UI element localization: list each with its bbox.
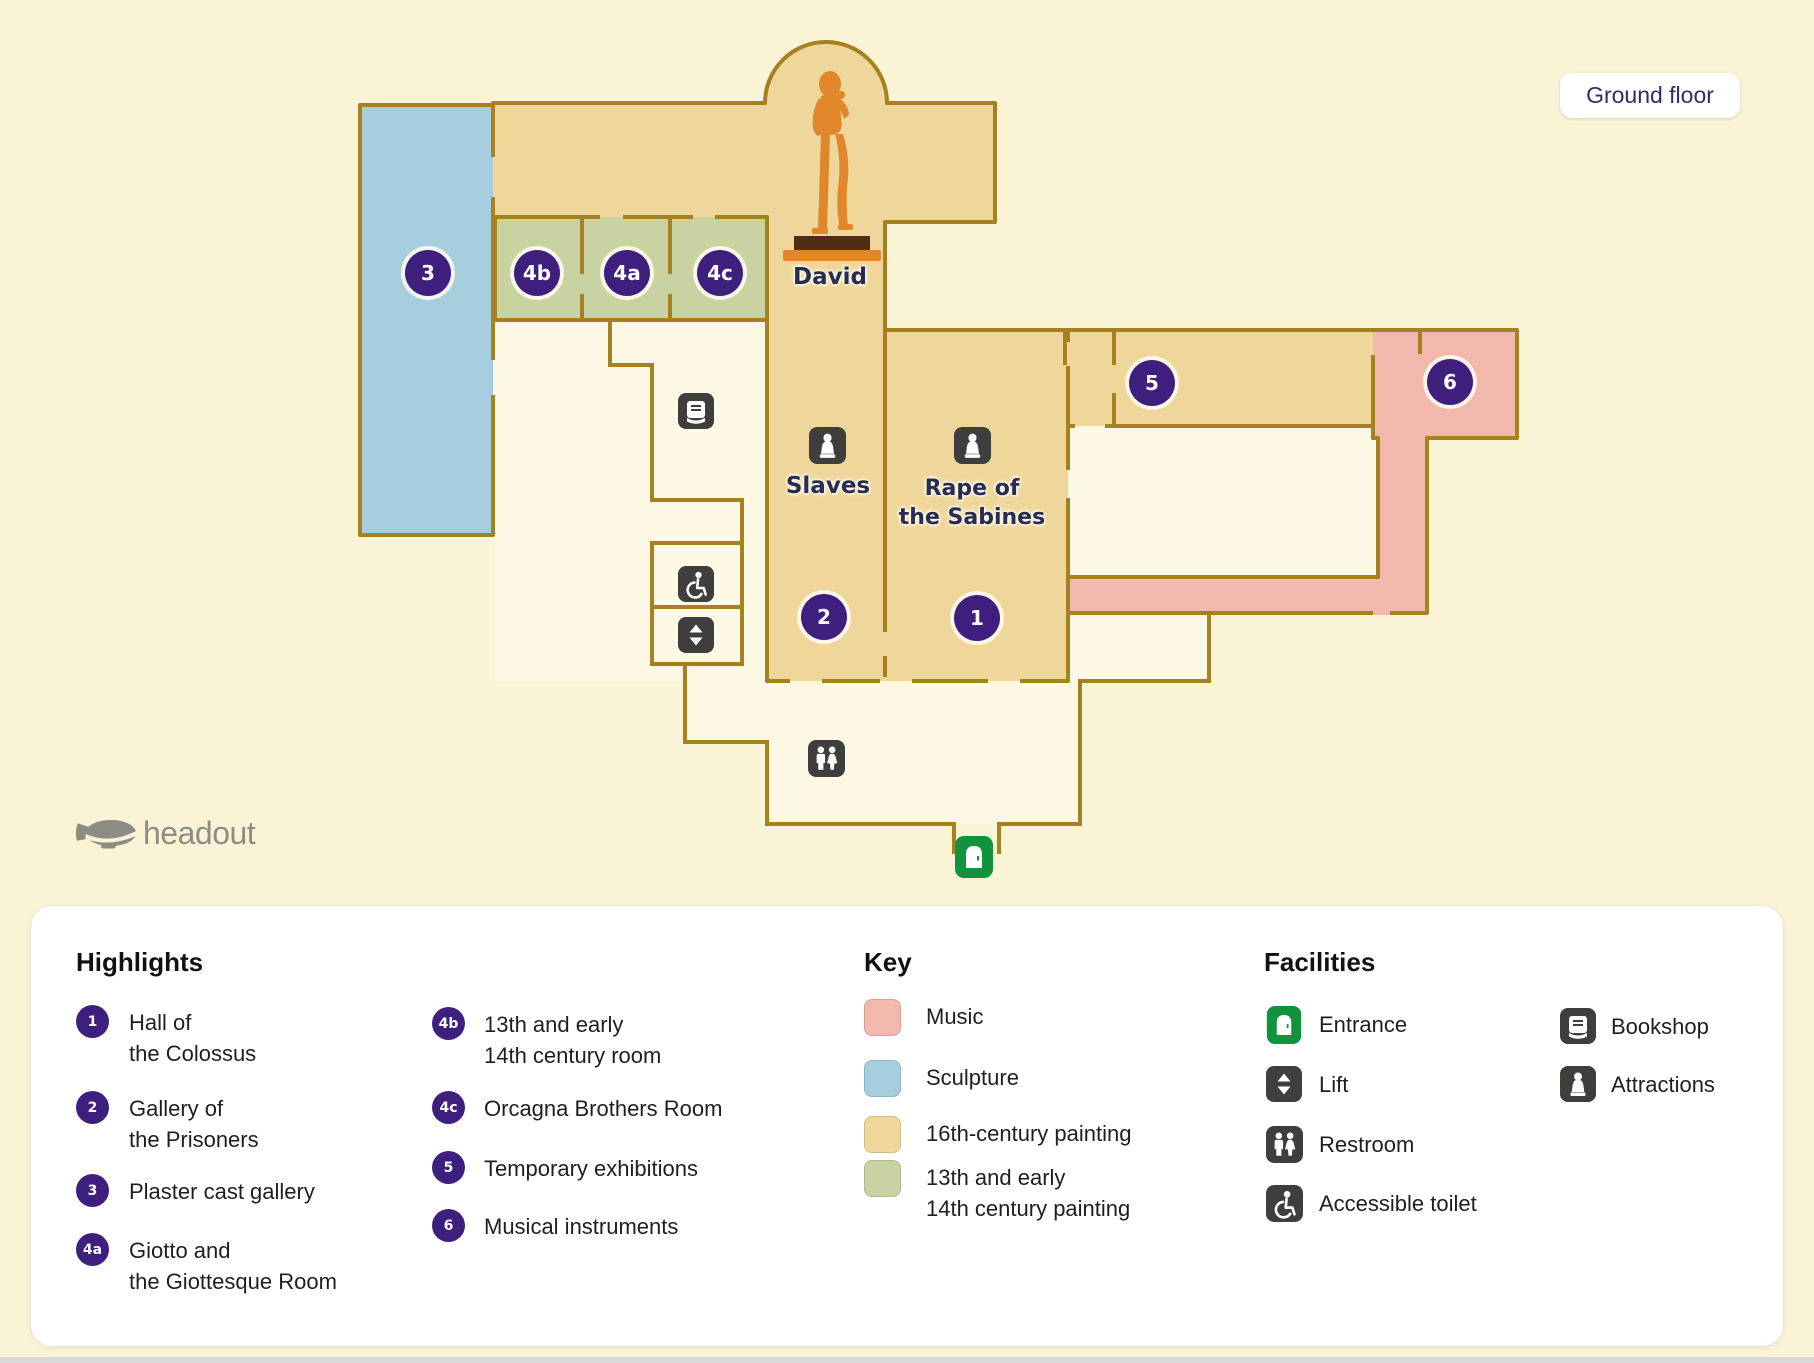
- legend-badge-3: 3: [76, 1174, 109, 1207]
- facility-item-entrance: Entrance: [1266, 1006, 1407, 1044]
- facility-item-accessible-toilet: Accessible toilet: [1266, 1185, 1477, 1222]
- highlights-heading: Highlights: [76, 947, 204, 977]
- statue-pedestal: [794, 236, 870, 250]
- key-item-16th-century-painting: 16th-century painting: [864, 1116, 1131, 1153]
- headout-logo: headout: [73, 812, 256, 854]
- blimp-icon: [73, 812, 137, 854]
- highlight-item-4c: 4c Orcagna Brothers Room: [432, 1091, 722, 1124]
- map-badge-room-1: 1: [954, 595, 1000, 641]
- legend-badge-5: 5: [432, 1151, 465, 1184]
- facility-item-lift: Lift: [1266, 1066, 1348, 1102]
- viewport-bottom-bar: [0, 1357, 1814, 1363]
- restroom-icon: [808, 740, 845, 777]
- interior-circulation: [495, 320, 1378, 824]
- painting-13th-swatch: [864, 1160, 901, 1197]
- headout-wordmark: headout: [143, 814, 256, 851]
- accessible-toilet-icon: [678, 566, 714, 602]
- map-badge-room-4c: 4c: [697, 250, 743, 296]
- door-openings: [488, 157, 1390, 686]
- highlight-item-5: 5 Temporary exhibitions: [432, 1151, 698, 1184]
- facility-item-bookshop: Bookshop: [1560, 1008, 1709, 1044]
- highlight-item-3: 3 Plaster cast gallery: [76, 1174, 315, 1207]
- label-david: David: [793, 264, 867, 290]
- key-heading: Key: [864, 947, 912, 977]
- legend-badge-4a: 4a: [76, 1233, 109, 1266]
- bookshop-icon: [1560, 1008, 1596, 1044]
- lift-icon: [1266, 1066, 1302, 1102]
- map-badge-room-3: 3: [405, 250, 451, 296]
- lift-icon: [678, 617, 714, 653]
- key-item-music: Music: [864, 999, 983, 1036]
- facility-item-restroom: Restroom: [1266, 1126, 1414, 1163]
- bookshop-icon: [678, 393, 714, 429]
- highlight-item-6: 6 Musical instruments: [432, 1209, 678, 1242]
- facilities-heading: Facilities: [1264, 947, 1376, 977]
- map-badge-room-2: 2: [801, 594, 847, 640]
- david-statue-illustration: [783, 71, 881, 261]
- statue-base: [783, 250, 881, 261]
- room-plaster-cast-gallery: [358, 103, 495, 537]
- entrance-icon: [955, 836, 993, 878]
- attraction-rape-of-the-sabines-icon: [954, 427, 991, 464]
- map-badge-room-4b: 4b: [514, 250, 560, 296]
- legend-badge-2: 2: [76, 1091, 109, 1124]
- key-item-sculpture: Sculpture: [864, 1060, 1019, 1097]
- legend-badge-1: 1: [76, 1005, 109, 1038]
- legend-badge-4b: 4b: [432, 1007, 465, 1040]
- interior-walls: [580, 215, 1422, 854]
- music-swatch: [864, 999, 901, 1036]
- legend-badge-4c: 4c: [432, 1091, 465, 1124]
- map-badge-room-6: 6: [1427, 359, 1473, 405]
- map-badge-room-4a: 4a: [604, 250, 650, 296]
- accessible-toilet-icon: [1266, 1185, 1303, 1222]
- map-badge-room-5: 5: [1129, 360, 1175, 406]
- label-rape-of-the-sabines: Rape of the Sabines: [898, 476, 1046, 530]
- label-slaves: Slaves: [785, 473, 871, 499]
- attraction-slaves-icon: [809, 427, 846, 464]
- facility-item-attractions: Attractions: [1560, 1066, 1715, 1102]
- painting-16th-swatch: [864, 1116, 901, 1153]
- entrance-icon: [1266, 1006, 1302, 1044]
- legend-badge-6: 6: [432, 1209, 465, 1242]
- attractions-icon: [1560, 1066, 1596, 1102]
- wing-16th-century-painting: [491, 40, 1375, 683]
- sculpture-swatch: [864, 1060, 901, 1097]
- floor-selector[interactable]: Ground floor: [1560, 73, 1740, 118]
- restroom-icon: [1266, 1126, 1303, 1163]
